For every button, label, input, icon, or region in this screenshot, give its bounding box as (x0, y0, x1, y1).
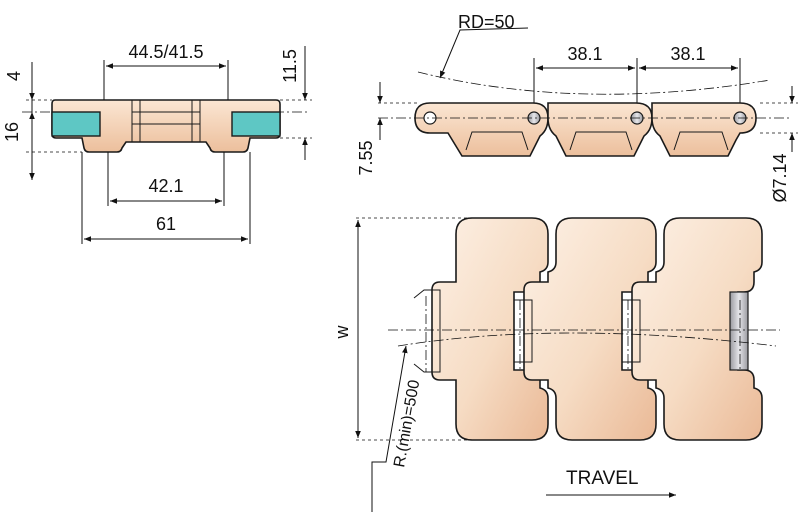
side-link-1 (414, 102, 549, 157)
dim-pitch-1: 38.1 (567, 44, 602, 64)
dim-top-thickness: 4 (4, 71, 24, 81)
side-link-2 (547, 102, 653, 157)
right-insert (231, 111, 281, 137)
top-pin-end (729, 291, 749, 371)
dim-rd: RD=50 (458, 12, 515, 32)
dim-w: w (332, 325, 352, 340)
side-link-3 (651, 102, 757, 157)
radius-arc (397, 332, 777, 347)
dim-total-height: 16 (2, 122, 22, 142)
top-link-2 (523, 217, 657, 441)
dim-width-upper: 44.5/41.5 (128, 42, 203, 62)
top-link-1 (431, 217, 549, 441)
dim-width-mid: 42.1 (148, 176, 183, 196)
travel-label: TRAVEL (566, 468, 639, 489)
top-view: w R.(min)=500 TRAVEL (332, 217, 780, 512)
radius-leader (371, 345, 408, 512)
rd-arc (417, 71, 771, 95)
left-insert (51, 111, 101, 137)
dim-side-height: 7.55 (356, 140, 376, 175)
cross-section-center-block (131, 99, 201, 143)
top-link-3 (631, 217, 763, 441)
dim-radius-min: R.(min)=500 (391, 379, 423, 469)
dim-width-total: 61 (156, 214, 176, 234)
dim-height-upper: 11.5 (280, 49, 300, 83)
dim-pitch-2: 38.1 (670, 44, 705, 64)
side-view: RD=50 38.1 38.1 7.55 (356, 12, 798, 203)
dim-pin-diameter: Ø7.14 (770, 153, 790, 202)
cross-section-view: 44.5/41.5 42.1 61 4 16 11.5 (2, 42, 312, 244)
